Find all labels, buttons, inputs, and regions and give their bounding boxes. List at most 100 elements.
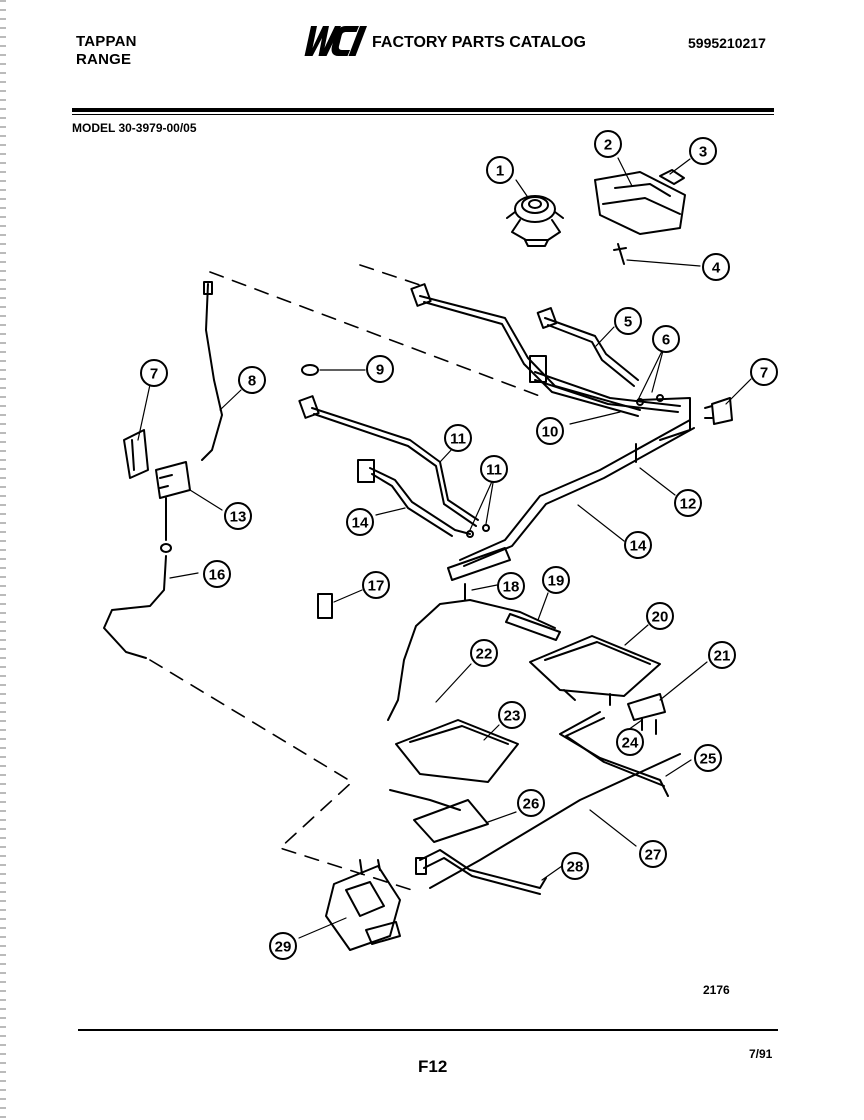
svg-text:17: 17 [368, 578, 385, 595]
part-7-lower-tube [357, 459, 471, 537]
svg-text:28: 28 [567, 859, 584, 876]
callout-26: 13 [224, 502, 252, 530]
part-25-gas-valve [325, 859, 401, 951]
catalog-number: 5995210217 [688, 35, 766, 51]
callout-28: 22 [470, 639, 498, 667]
revision-date: 7/91 [749, 1047, 773, 1061]
svg-text:11: 11 [486, 462, 502, 479]
callout-20: 21 [708, 641, 736, 669]
callout-14-upper: 6 [652, 325, 680, 353]
svg-text:14: 14 [630, 538, 647, 555]
model-number: MODEL 30-3979-00/05 [72, 121, 197, 135]
svg-text:11: 11 [450, 431, 466, 448]
callout-12: 4 [702, 253, 730, 281]
svg-text:22: 22 [476, 646, 493, 663]
svg-text:24: 24 [622, 735, 639, 752]
callout-7-upper: 5 [614, 307, 642, 335]
part-21-screws [641, 717, 657, 735]
svg-text:3: 3 [699, 144, 707, 161]
callout-11-lower: 18 [497, 572, 525, 600]
callout-23: 16 [203, 560, 231, 588]
product-type: RANGE [76, 51, 132, 68]
svg-text:19: 19 [548, 573, 565, 590]
svg-text:4: 4 [712, 260, 721, 277]
callout-10: 2 [594, 130, 622, 158]
alignment-lines [149, 264, 546, 891]
svg-text:7: 7 [150, 366, 158, 383]
callout-2: 23 [498, 701, 526, 729]
svg-text:1: 1 [496, 163, 504, 180]
brand-name: TAPPAN [76, 33, 137, 50]
callout-8: 10 [536, 417, 564, 445]
wci-logo [304, 26, 368, 56]
svg-text:7: 7 [760, 365, 768, 382]
scan-edge-marks [0, 0, 6, 1120]
callout-4: 28 [561, 852, 589, 880]
svg-text:8: 8 [248, 373, 256, 390]
part-2-burner [395, 719, 519, 783]
svg-text:6: 6 [662, 332, 670, 349]
part-5-valve-knob [506, 195, 564, 247]
callout-11-upper: 12 [674, 489, 702, 517]
footer-rule [78, 1029, 778, 1031]
svg-text:5: 5 [624, 314, 632, 331]
svg-text:23: 23 [504, 708, 521, 725]
part-29-grommet [301, 364, 319, 376]
svg-text:20: 20 [652, 609, 669, 626]
part-17-wire [387, 599, 556, 721]
header-rule-thin [72, 114, 774, 115]
callout-21: 24 [616, 728, 644, 756]
part-19-knob [317, 593, 333, 619]
callout-group: 1 2 3 4 5 6 7 7 8 9 10 11 11 12 13 14 14… [140, 130, 778, 960]
part-20-spreader [627, 693, 666, 721]
part-11-screws [464, 443, 637, 601]
leader-12 [626, 259, 701, 267]
callout-7-lower: 14 [346, 508, 374, 536]
svg-text:2: 2 [604, 137, 612, 154]
callout-24: 27 [639, 840, 667, 868]
callout-3: 25 [694, 744, 722, 772]
callout-29: 9 [366, 355, 394, 383]
drawing-number: 2176 [703, 983, 730, 997]
catalog-title: FACTORY PARTS CATALOG [372, 34, 586, 51]
part-27-bracket [123, 429, 149, 479]
part-26-switch [155, 461, 191, 553]
svg-text:16: 16 [209, 567, 226, 584]
svg-text:18: 18 [503, 579, 520, 596]
callout-22: 8 [238, 366, 266, 394]
callout-18: 26 [517, 789, 545, 817]
svg-text:21: 21 [714, 648, 731, 665]
svg-text:14: 14 [352, 515, 369, 532]
callout-14-lower: 11 [480, 455, 508, 483]
svg-text:29: 29 [275, 939, 292, 956]
callout-19: 17 [362, 571, 390, 599]
svg-text:26: 26 [523, 796, 540, 813]
svg-text:27: 27 [645, 847, 662, 864]
part-23-tube [103, 555, 167, 659]
svg-text:9: 9 [376, 362, 384, 379]
callout-17: 19 [542, 566, 570, 594]
callout-1: 20 [646, 602, 674, 630]
svg-text:25: 25 [700, 751, 717, 768]
part-9-tube [298, 395, 479, 527]
callout-9: 11 [444, 424, 472, 452]
svg-text:10: 10 [542, 424, 559, 441]
callout-16: 7 [750, 358, 778, 386]
callout-25: 29 [269, 932, 297, 960]
part-3-tube [559, 711, 669, 797]
callout-6: 3 [689, 137, 717, 165]
upper-gas-tubes [410, 283, 691, 441]
part-18-orifice [389, 789, 489, 843]
part-16-clip [704, 397, 733, 425]
callout-5: 1 [486, 156, 514, 184]
part-10-bracket [594, 169, 686, 235]
part-4-tube [415, 849, 547, 895]
callout-27: 7 [140, 359, 168, 387]
part-1-burner [529, 635, 661, 706]
svg-text:13: 13 [230, 509, 247, 526]
part-13-manifold [447, 419, 695, 581]
part-24-tube [429, 753, 681, 889]
part-12-fitting [613, 243, 627, 265]
leader-lines [137, 157, 752, 939]
